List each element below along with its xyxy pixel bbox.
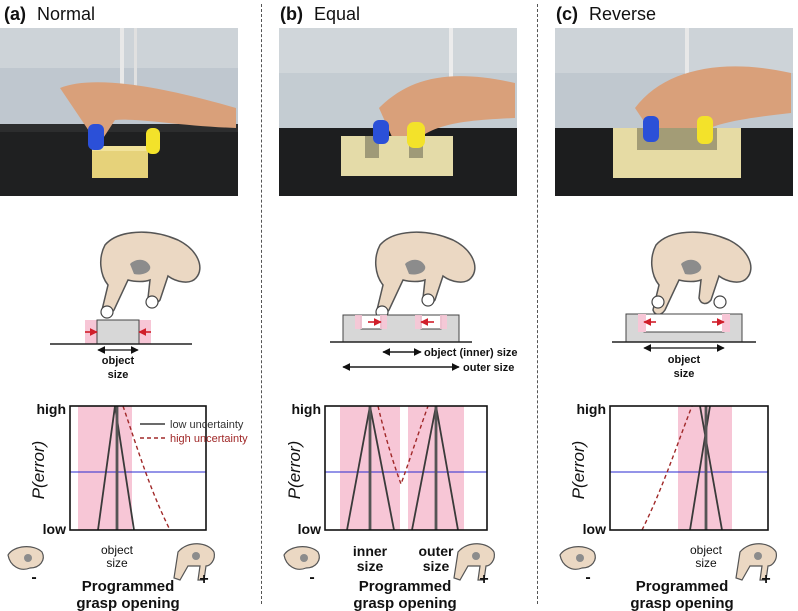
panel-c-title: Reverse: [589, 4, 657, 24]
legend-high-uncertainty: high uncertainty: [170, 433, 248, 445]
x-title-c-2: grasp opening: [630, 595, 733, 611]
object-schematic-b: [330, 314, 472, 371]
x-tick-outer-b-1: outer: [419, 543, 455, 559]
panel-a-title: Normal: [37, 4, 96, 24]
open-hand-icon-a: [173, 543, 215, 581]
plot-a: [69, 405, 207, 531]
y-high-label-a: high: [36, 401, 66, 417]
panel-a-label: (a) Normal: [4, 4, 95, 25]
plus-sign-b: +: [479, 571, 488, 588]
panel-a-letter: (a): [4, 4, 26, 24]
object-size-label-c-2: size: [674, 368, 695, 380]
x-tick-object-a-1: object: [101, 543, 134, 557]
object-size-label-a-1: object: [102, 355, 135, 367]
photo-normal-grasp: [0, 28, 238, 196]
x-title-a-2: grasp opening: [76, 595, 179, 611]
closed-hand-icon-c: [559, 546, 596, 570]
minus-sign-b: -: [309, 569, 314, 586]
open-hand-icon-b: [453, 543, 495, 581]
y-low-label-a: low: [43, 521, 66, 537]
x-title-c-1: Programmed: [636, 578, 729, 595]
panel-b-letter: (b): [280, 4, 303, 24]
y-low-label-c: low: [583, 521, 606, 537]
object-schematic-a: [50, 319, 192, 354]
plus-sign-a: +: [199, 571, 208, 588]
x-title-b-1: Programmed: [359, 578, 452, 595]
divider-left: [261, 4, 262, 604]
y-axis-title-b: P(error): [285, 441, 304, 500]
x-tick-object-c-1: object: [690, 543, 723, 557]
inner-size-label-b: object (inner) size: [424, 347, 518, 359]
outer-size-label-b: outer size: [463, 362, 514, 374]
panel-b-title: Equal: [314, 4, 361, 24]
plot-b: [324, 405, 488, 531]
plus-sign-c: +: [761, 571, 770, 588]
minus-sign-a: -: [31, 569, 36, 586]
x-tick-inner-b-1: inner: [353, 543, 388, 559]
photo-reverse-grasp: [555, 28, 793, 196]
closed-hand-icon-a: [7, 546, 44, 570]
y-high-label-b: high: [291, 401, 321, 417]
panel-b-label: (b) Equal: [280, 4, 360, 25]
hand-illustration-a: [100, 231, 201, 319]
x-tick-inner-b-2: size: [357, 558, 384, 574]
x-title-a-1: Programmed: [82, 578, 175, 595]
plot-c: [609, 405, 769, 531]
panel-c-letter: (c): [556, 4, 578, 24]
object-size-label-a-2: size: [108, 369, 129, 381]
photo-equal-grasp: [279, 28, 517, 196]
hand-illustration-b: [375, 231, 476, 319]
divider-right: [537, 4, 538, 604]
legend-low-uncertainty: low uncertainty: [170, 419, 244, 431]
object-schematic-c: [612, 313, 756, 352]
y-high-label-c: high: [576, 401, 606, 417]
x-tick-object-c-2: size: [695, 556, 717, 570]
x-tick-outer-b-2: size: [423, 558, 450, 574]
object-size-label-c-1: object: [668, 354, 701, 366]
open-hand-icon-c: [735, 543, 777, 581]
hand-illustration-c: [651, 231, 752, 316]
panel-c-label: (c) Reverse: [556, 4, 656, 25]
y-low-label-b: low: [298, 521, 321, 537]
closed-hand-icon-b: [283, 546, 320, 570]
x-title-b-2: grasp opening: [353, 595, 456, 611]
y-axis-title-c: P(error): [569, 441, 588, 500]
minus-sign-c: -: [585, 569, 590, 586]
x-tick-object-a-2: size: [106, 556, 128, 570]
y-axis-title-a: P(error): [29, 441, 48, 500]
